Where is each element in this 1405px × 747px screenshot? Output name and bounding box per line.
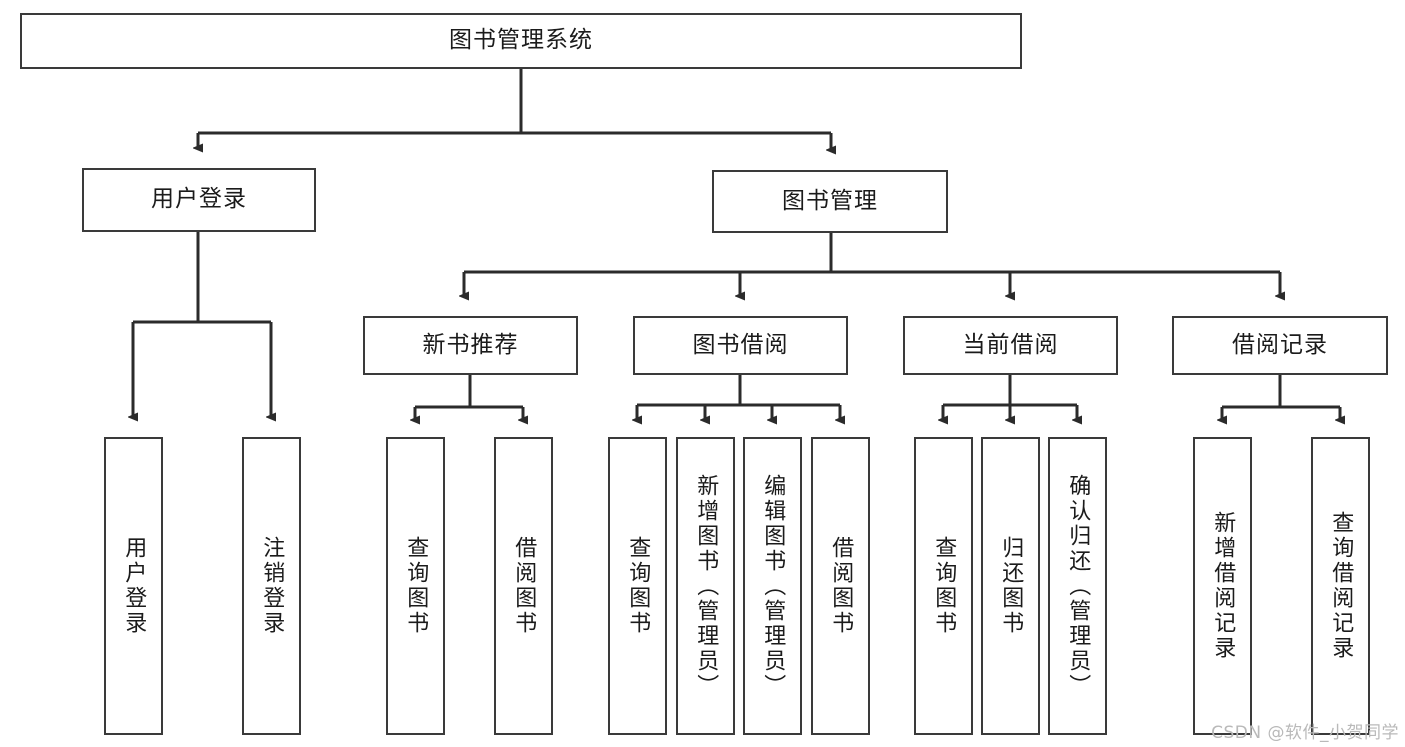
node-label: 用户登录	[121, 536, 147, 636]
leaf-borrow-book[interactable]: 借阅图书	[811, 437, 870, 735]
node-borrowing-record[interactable]: 借阅记录	[1172, 316, 1388, 375]
node-label: 图书管理	[782, 187, 878, 214]
leaf-confirm-return-admin[interactable]: 确认归还（管理员）	[1048, 437, 1107, 735]
node-label: 借阅记录	[1232, 331, 1328, 358]
node-label: 确认归还（管理员）	[1065, 473, 1091, 699]
node-label: 借阅图书	[828, 536, 854, 636]
leaf-edit-book-admin[interactable]: 编辑图书（管理员）	[743, 437, 802, 735]
leaf-query-book-borrow[interactable]: 查询图书	[608, 437, 667, 735]
leaf-logout[interactable]: 注销登录	[242, 437, 301, 735]
node-label: 新书推荐	[422, 331, 519, 358]
leaf-add-borrowing-record[interactable]: 新增借阅记录	[1193, 437, 1252, 735]
node-label: 查询图书	[403, 536, 429, 636]
node-user-login[interactable]: 用户登录	[82, 168, 316, 232]
node-label: 图书管理系统	[449, 27, 593, 54]
node-label: 借阅图书	[511, 536, 537, 636]
node-label: 新增图书（管理员）	[693, 473, 719, 699]
node-current-borrowing[interactable]: 当前借阅	[903, 316, 1118, 375]
node-book-borrowing[interactable]: 图书借阅	[633, 316, 848, 375]
node-label: 新增借阅记录	[1210, 511, 1236, 661]
node-label: 图书借阅	[692, 331, 789, 358]
node-new-book-recommendation[interactable]: 新书推荐	[363, 316, 578, 375]
leaf-borrow-book-new[interactable]: 借阅图书	[494, 437, 553, 735]
node-book-management[interactable]: 图书管理	[712, 170, 948, 233]
node-label: 当前借阅	[962, 331, 1059, 358]
node-label: 查询图书	[625, 536, 651, 636]
leaf-return-book[interactable]: 归还图书	[981, 437, 1040, 735]
node-label: 注销登录	[259, 536, 285, 636]
node-label: 用户登录	[151, 186, 247, 213]
node-label: 编辑图书（管理员）	[760, 473, 786, 699]
leaf-query-book-current[interactable]: 查询图书	[914, 437, 973, 735]
watermark-text: CSDN @软件_小贺同学	[1211, 723, 1399, 743]
node-label: 查询图书	[931, 536, 957, 636]
node-label: 归还图书	[998, 536, 1024, 636]
leaf-query-book-new[interactable]: 查询图书	[386, 437, 445, 735]
leaf-user-login[interactable]: 用户登录	[104, 437, 163, 735]
leaf-add-book-admin[interactable]: 新增图书（管理员）	[676, 437, 735, 735]
node-label: 查询借阅记录	[1328, 511, 1354, 661]
node-root-book-management-system[interactable]: 图书管理系统	[20, 13, 1022, 69]
leaf-query-borrowing-record[interactable]: 查询借阅记录	[1311, 437, 1370, 735]
